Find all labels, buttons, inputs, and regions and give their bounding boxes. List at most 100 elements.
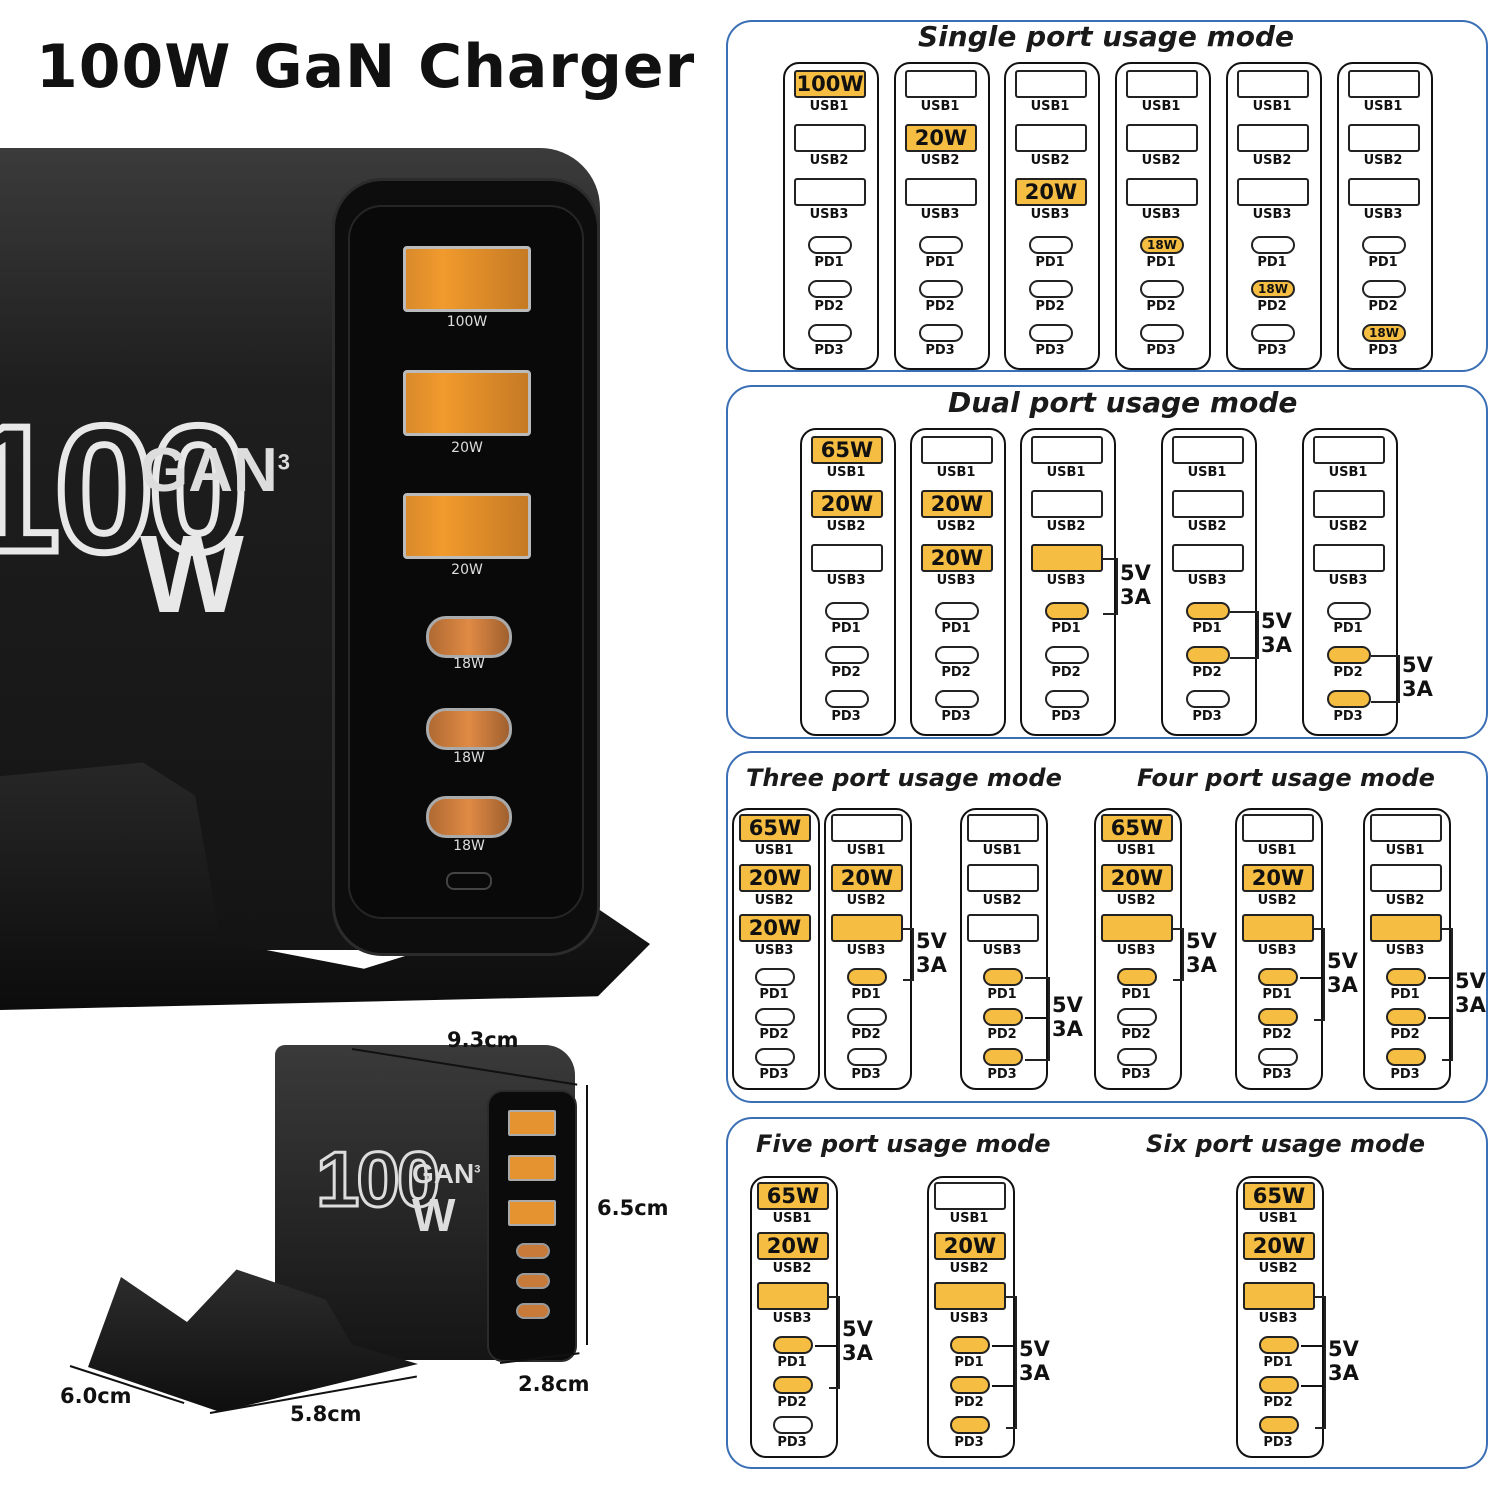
port-name-label: PD3 — [1051, 709, 1081, 724]
usb-c-slot: 18W — [1251, 280, 1295, 298]
usb-c-slot — [1386, 1048, 1426, 1066]
usb-a-slot — [1172, 436, 1244, 464]
port-watt-label: 20W — [840, 866, 894, 890]
bracket-tick — [992, 1345, 1015, 1347]
small-usb-c-port — [516, 1243, 550, 1259]
port-config-card — [732, 808, 820, 1090]
port-name-label: USB1 — [846, 843, 886, 858]
shared-power-note: 5V 3A — [1328, 1336, 1359, 1385]
shared-power-note: 5V 3A — [916, 928, 947, 977]
port-name-label: USB2 — [754, 893, 794, 908]
port-watt-label: 20W — [766, 1234, 820, 1258]
port-watt-label: 20W — [820, 492, 874, 516]
usb-a-slot — [1126, 70, 1198, 98]
usb-a-slot: 20W — [1242, 864, 1314, 892]
usb-a-slot — [1031, 544, 1103, 572]
usb-c-slot — [1029, 236, 1073, 254]
usb-a-slot — [1370, 814, 1442, 842]
port-name-label: USB1 — [1046, 465, 1086, 480]
port-name-label: USB2 — [1328, 519, 1368, 534]
port-name-label: USB2 — [1258, 1261, 1298, 1276]
depth-dimension: 2.8cm — [518, 1372, 590, 1396]
status-led — [446, 872, 492, 890]
stand-width-dimension: 6.0cm — [60, 1384, 132, 1408]
port-name-label: PD1 — [851, 987, 881, 1002]
usb-c-slot — [1259, 1416, 1299, 1434]
usb-a-slot: 20W — [739, 864, 811, 892]
five-six-port-panel — [726, 1117, 1488, 1469]
port-name-label: USB3 — [1258, 1311, 1298, 1326]
brand-100-text: 100 — [0, 389, 252, 590]
usb-c-slot — [1045, 602, 1089, 620]
usb-c-slot — [1029, 324, 1073, 342]
port-name-label: PD1 — [1146, 255, 1176, 270]
usb-a-slot — [1242, 914, 1314, 942]
shared-power-note: 5V 3A — [1261, 609, 1292, 657]
port-config-card — [1236, 1176, 1324, 1458]
usb-c-slot — [755, 1048, 795, 1066]
brand-gan-superscript: 3 — [277, 449, 291, 475]
port-name-label: USB3 — [982, 943, 1022, 958]
port-watt-label: 20W — [748, 866, 802, 890]
port-name-label: PD1 — [1257, 255, 1287, 270]
port-name-label: PD2 — [1051, 665, 1081, 680]
port-config-card — [1226, 62, 1322, 370]
small-usb-c-port — [516, 1273, 550, 1289]
usb-c-slot — [1045, 690, 1089, 708]
port-name-label: PD1 — [831, 621, 861, 636]
brand-gan-text: GAN3 — [140, 440, 290, 502]
usb-c-slot — [1117, 1048, 1157, 1066]
port-name-label: PD2 — [831, 665, 861, 680]
shared-power-bracket — [1173, 928, 1184, 981]
usb-c-slot — [808, 324, 852, 342]
port-watt-label: 65W — [820, 438, 874, 462]
usb-c-slot — [808, 280, 852, 298]
usb-c-port-1-label: 18W — [453, 656, 485, 672]
usb-a-slot — [1370, 914, 1442, 942]
port-name-label: PD3 — [1192, 709, 1222, 724]
usb-c-slot — [847, 1048, 887, 1066]
port-name-label: PD1 — [1051, 621, 1081, 636]
usb-c-slot — [1327, 646, 1371, 664]
port-name-label: PD1 — [777, 1355, 807, 1370]
port-name-label: USB3 — [1187, 573, 1227, 588]
usb-c-slot — [1258, 1008, 1298, 1026]
brand-gan-word: GAN — [140, 436, 278, 505]
usb-c-slot — [950, 1376, 990, 1394]
port-name-label: USB1 — [1257, 843, 1297, 858]
usb-c-slot — [1186, 690, 1230, 708]
stand-length-dimension: 5.8cm — [290, 1402, 362, 1426]
usb-a-slot: 20W — [757, 1232, 829, 1260]
usb-c-slot — [935, 646, 979, 664]
usb-c-slot — [1258, 1048, 1298, 1066]
port-config-card — [1161, 428, 1257, 736]
port-name-label: USB1 — [809, 99, 849, 114]
usb-a-slot — [1313, 490, 1385, 518]
port-name-label: USB2 — [1385, 893, 1425, 908]
five-port-title: Five port usage mode — [756, 1130, 1051, 1158]
usb-c-slot — [1386, 1008, 1426, 1026]
port-name-label: USB2 — [809, 153, 849, 168]
usb-c-slot — [1327, 690, 1371, 708]
usb-c-slot — [773, 1336, 813, 1354]
port-name-label: USB2 — [826, 519, 866, 534]
usb-c-slot — [755, 1008, 795, 1026]
usb-a-slot — [905, 178, 977, 206]
port-name-label: USB1 — [1187, 465, 1227, 480]
usb-a-slot — [967, 864, 1039, 892]
bracket-tick — [1025, 1017, 1048, 1019]
port-name-label: USB3 — [1363, 207, 1403, 222]
width-dimension: 9.3cm — [447, 1028, 519, 1052]
usb-a-slot — [1126, 178, 1198, 206]
port-watt-label: 65W — [1110, 816, 1164, 840]
usb-c-slot — [1045, 646, 1089, 664]
usb-c-slot — [1117, 1008, 1157, 1026]
usb-c-port-2-label: 18W — [453, 750, 485, 766]
port-name-label: PD2 — [1121, 1027, 1151, 1042]
shared-power-note: 5V 3A — [842, 1316, 873, 1365]
port-config-card — [1337, 62, 1433, 370]
port-name-label: USB3 — [846, 943, 886, 958]
usb-c-slot: 18W — [1362, 324, 1406, 342]
usb-a-slot — [1031, 436, 1103, 464]
port-name-label: PD3 — [1333, 709, 1363, 724]
